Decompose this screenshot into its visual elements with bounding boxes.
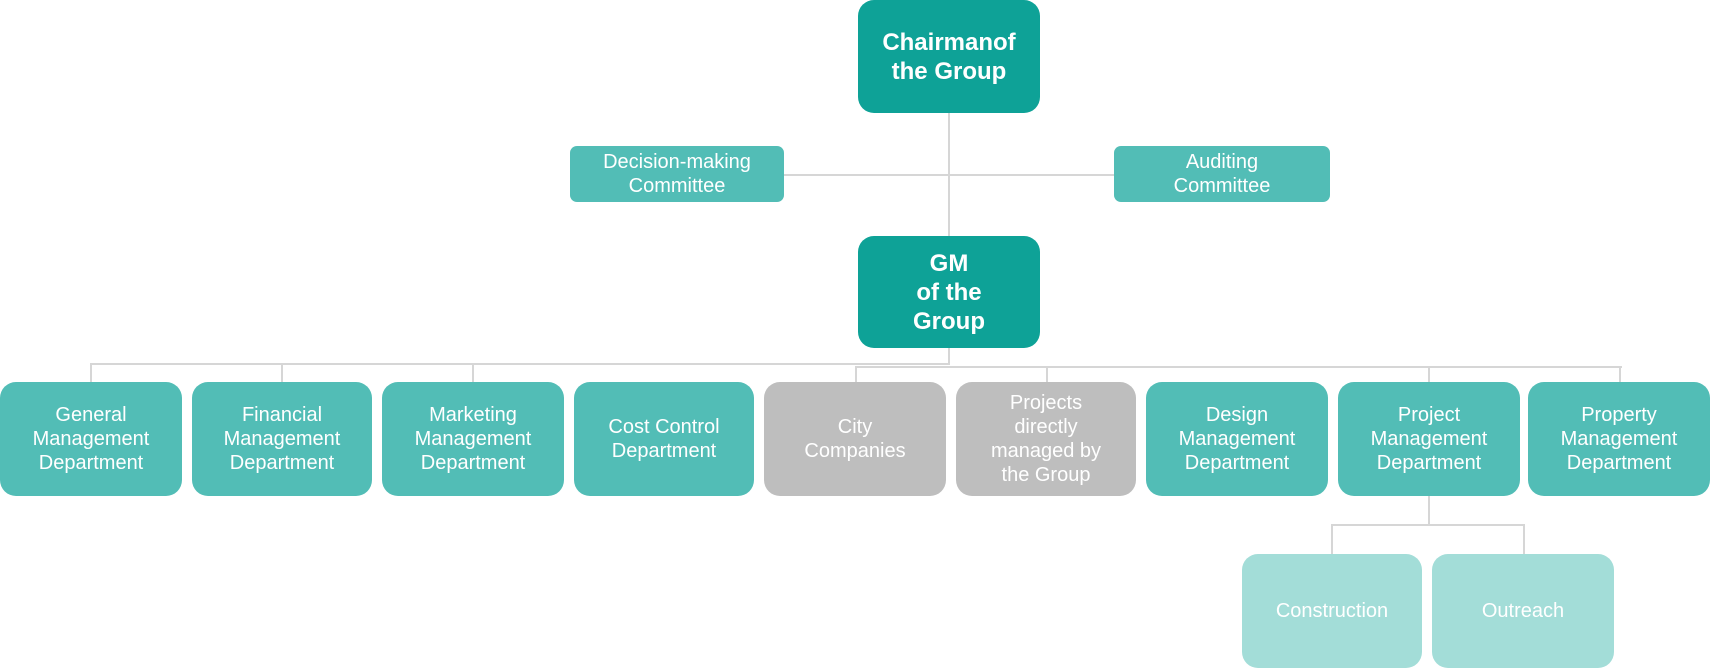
outreach-node: Outreach	[1432, 554, 1614, 668]
connector-project-mgmt-down	[1428, 496, 1430, 525]
connector-departments-bus-left	[90, 363, 950, 365]
connector-gm-down	[948, 348, 950, 365]
projects-directly-managed-node: Projects directly managed by the Group	[956, 382, 1136, 496]
connector-marketing	[472, 364, 474, 382]
connector-property	[1619, 367, 1621, 382]
project-management-department-node: Project Management Department	[1338, 382, 1520, 496]
financial-management-department-node: Financial Management Department	[192, 382, 372, 496]
auditing-committee-node: Auditing Committee	[1114, 146, 1330, 202]
connector-sub-bus	[1331, 524, 1525, 526]
general-management-department-node: General Management Department	[0, 382, 182, 496]
connector-construction	[1331, 524, 1333, 554]
connector-financial	[281, 364, 283, 382]
property-management-department-node: Property Management Department	[1528, 382, 1710, 496]
design-management-department-node: Design Management Department	[1146, 382, 1328, 496]
decision-making-committee-node: Decision-making Committee	[570, 146, 784, 202]
marketing-management-department-node: Marketing Management Department	[382, 382, 564, 496]
connector-city	[855, 367, 857, 382]
connector-project-mgmt	[1428, 367, 1430, 382]
construction-node: Construction	[1242, 554, 1422, 668]
city-companies-node: City Companies	[764, 382, 946, 496]
gm-node: GM of the Group	[858, 236, 1040, 348]
connector-departments-bus-right	[855, 366, 1622, 368]
connector-projects	[1046, 367, 1048, 382]
connector-general	[90, 364, 92, 382]
connector-outreach	[1523, 524, 1525, 554]
chairman-node: Chairmanof the Group	[858, 0, 1040, 113]
cost-control-department-node: Cost Control Department	[574, 382, 754, 496]
connector-committees	[784, 174, 1114, 176]
